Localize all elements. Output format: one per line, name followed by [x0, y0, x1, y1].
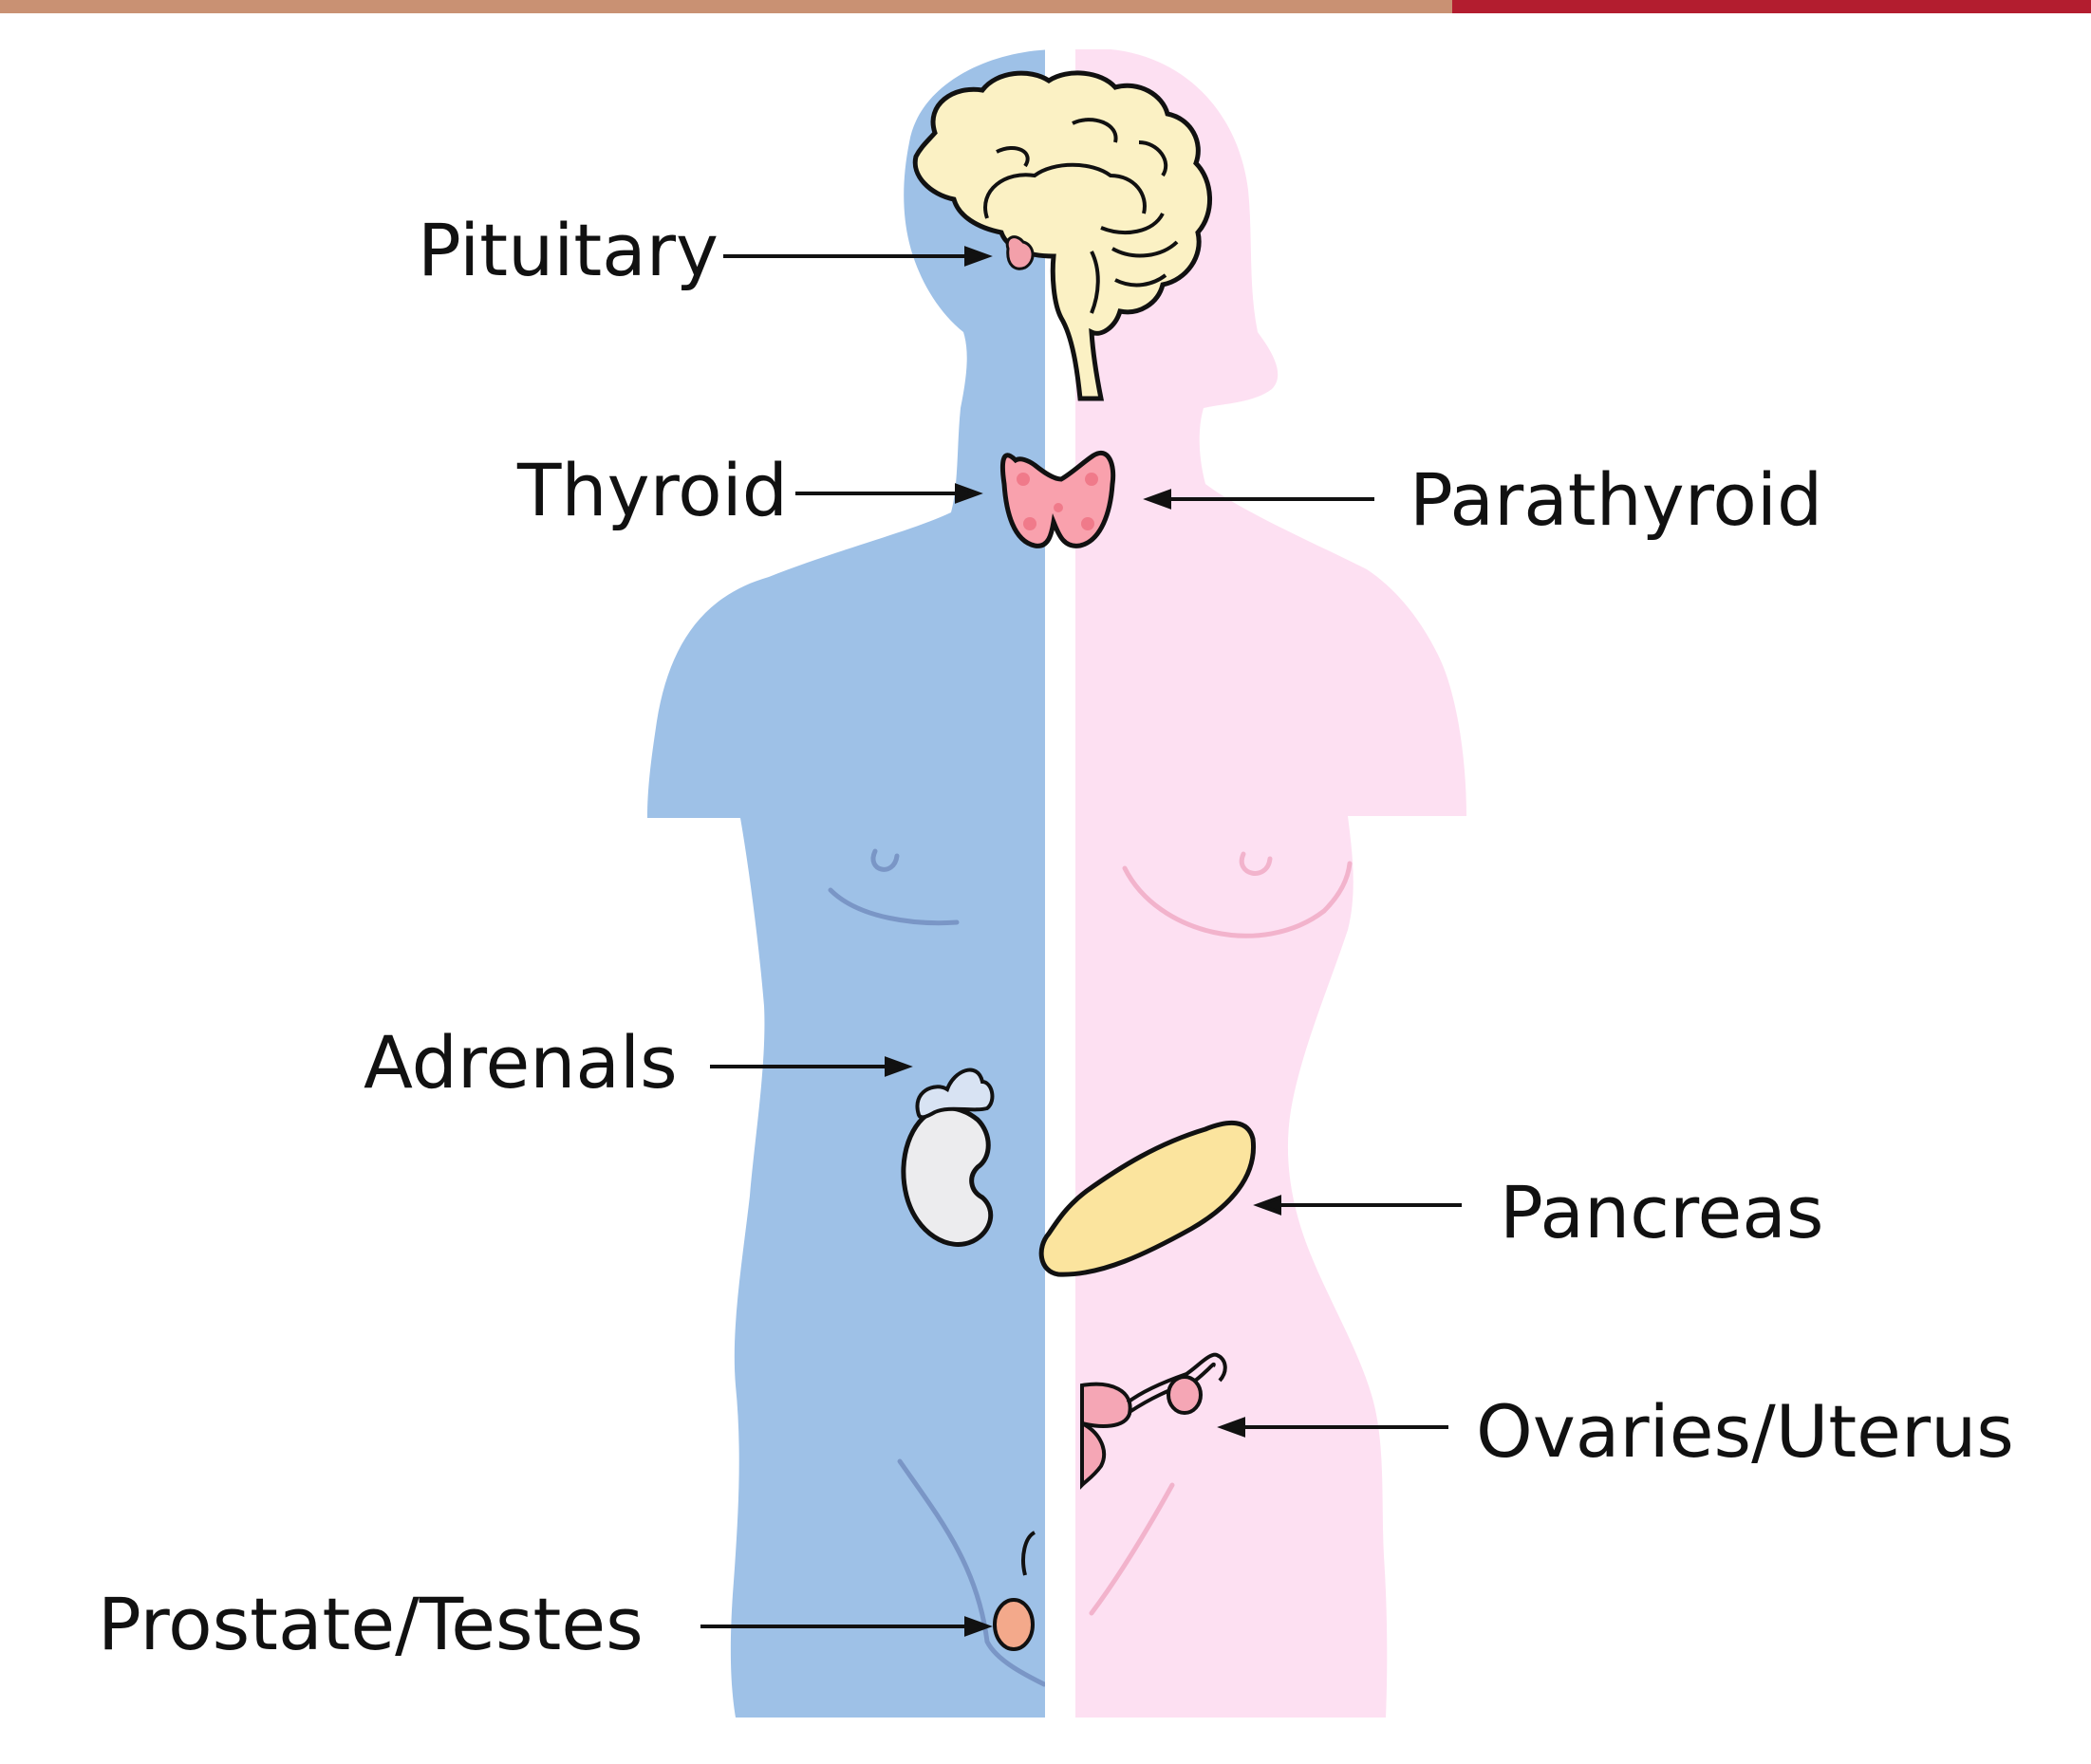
- label-ovaries-uterus: Ovaries/Uterus: [1476, 1389, 2014, 1474]
- label-pituitary: Pituitary: [418, 208, 719, 292]
- label-parathyroid: Parathyroid: [1410, 457, 1822, 542]
- label-prostate-testes: Prostate/Testes: [98, 1582, 644, 1666]
- thyroid-arrow: [795, 486, 978, 501]
- label-thyroid: Thyroid: [516, 448, 788, 532]
- label-pancreas: Pancreas: [1500, 1170, 1823, 1254]
- top-stripe-accent: [1452, 0, 2091, 13]
- label-adrenals: Adrenals: [364, 1020, 678, 1105]
- top-stripe: [0, 0, 1452, 13]
